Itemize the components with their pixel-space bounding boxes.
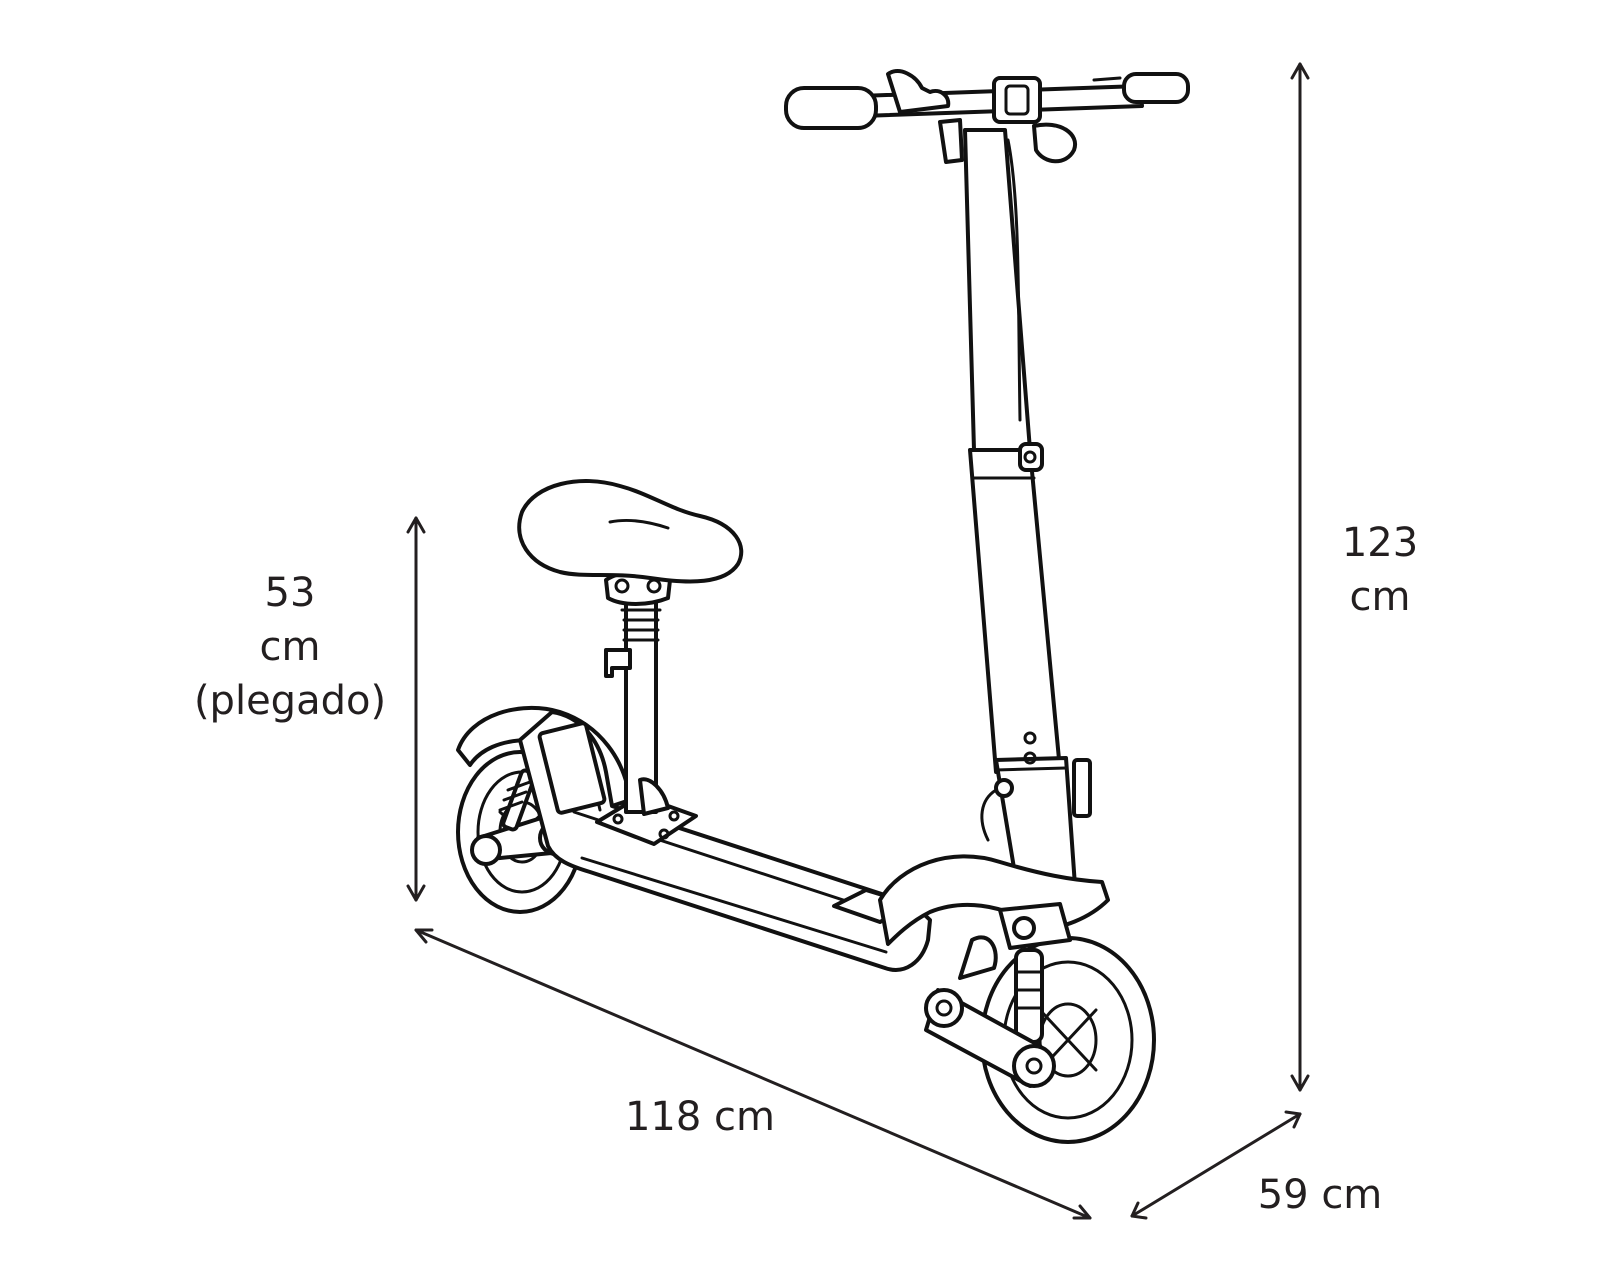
handlebar <box>784 69 1190 164</box>
width-value: 59 cm <box>1257 1172 1383 1218</box>
scooter-illustration <box>456 69 1190 1144</box>
width-label: 59 cm <box>1240 1168 1400 1222</box>
total-height-value: 123 <box>1341 520 1419 566</box>
stem <box>963 128 1092 906</box>
seat-height-note: (plegado) <box>193 678 387 724</box>
seat-height-unit: cm <box>259 624 321 670</box>
length-value: 118 cm <box>624 1094 776 1140</box>
total-height-label: 123 cm <box>1310 516 1450 624</box>
length-dimension-line <box>414 928 1092 1220</box>
seat <box>517 479 744 584</box>
width-dimension-line <box>1130 1110 1302 1220</box>
total-height-unit: cm <box>1349 574 1411 620</box>
front-suspension <box>924 902 1072 1088</box>
seat-post <box>604 570 672 816</box>
seat-height-value: 53 <box>264 570 316 616</box>
length-label: 118 cm <box>610 1090 790 1144</box>
seat-height-dimension-line <box>406 516 426 902</box>
seat-height-label: 53 cm (plegado) <box>180 566 400 728</box>
height-dimension-line <box>1290 62 1310 1092</box>
deck <box>518 710 932 972</box>
